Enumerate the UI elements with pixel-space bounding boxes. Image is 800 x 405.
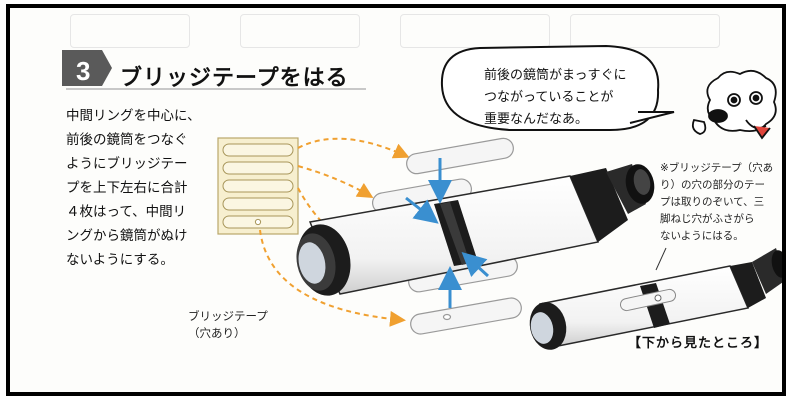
instruction-line: プを上下左右に合計 [66,180,188,196]
bubble-line: 重要なんだなあ。 [484,112,589,127]
page-frame: 3 ブリッジテープをはる 中間リングを中心に、 前後の鏡筒をつなぐ ようにブリッ… [6,4,786,396]
side-note: ※ブリッジテープ（穴あ り）の穴の部分のテー プは取りのぞいて、三 脚ねじ穴がふ… [660,160,782,245]
step-badge-shape [62,50,112,86]
note-line: ないようにはる。 [660,230,744,242]
tape-label-line1: ブリッジテープ [188,309,268,323]
step-title: ブリッジテープをはる [120,66,349,91]
speech-bubble-text: 前後の鏡筒がまっすぐに つながっていることが 重要なんだなあ。 [484,65,654,131]
instruction-line: ようにブリッジテー [66,156,188,172]
instruction-line: 前後の鏡筒をつなぐ [66,132,188,148]
telescope-bottom-view [529,248,782,350]
dog-character [691,69,777,140]
note-line: プは取りのぞいて、三 [660,196,765,208]
bubble-line: つながっていることが [484,90,614,105]
title-underline [66,88,366,90]
note-leader [655,247,667,271]
bottom-view-caption: 【下から見たところ】 [628,336,769,351]
instruction-line: ないようにする。 [66,252,174,268]
faded-background-box [70,14,190,48]
note-line: ※ブリッジテープ（穴あ [660,162,774,174]
faded-background-box [570,14,720,48]
illustration [62,44,782,350]
step-number: 3 [76,56,91,86]
bubble-line: 前後の鏡筒がまっすぐに [484,68,627,83]
instruction-line: ングから鏡筒がぬけ [66,228,188,244]
note-line: 脚ねじ穴がふさがら [660,213,755,225]
telescope-main [296,164,655,296]
instruction-text: 中間リングを中心に、 前後の鏡筒をつなぐ ようにブリッジテー プを上下左右に合計… [66,104,236,272]
speech-bubble [440,44,675,131]
blue-arrows [405,158,490,308]
instruction-line: ４枚はって、中間リ [66,204,187,220]
faded-background-box [240,14,360,48]
tape-label-line2: （穴あり） [188,326,246,340]
tape-label: ブリッジテープ （穴あり） [188,308,308,342]
step-number-badge: 3 [66,54,106,90]
instruction-line: 中間リングを中心に、 [66,108,201,124]
note-line: り）の穴の部分のテー [660,179,765,191]
bridge-tape-sheet [217,137,299,235]
